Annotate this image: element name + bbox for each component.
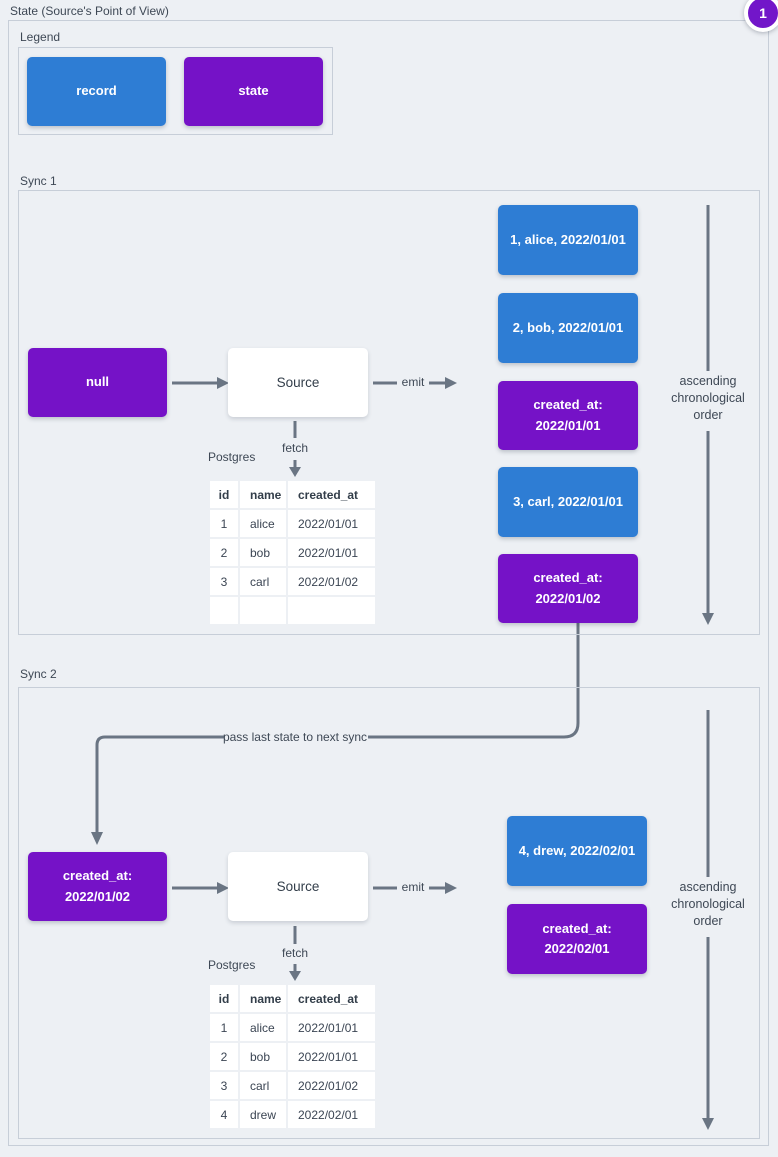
table-cell	[240, 597, 286, 624]
table-cell: 2	[210, 539, 238, 566]
table-cell: bob	[240, 539, 286, 566]
table-cell: 2022/01/01	[288, 1043, 375, 1070]
annotation-badge-number: 1	[759, 5, 767, 21]
table-cell: 3	[210, 568, 238, 595]
table-row: 3 carl 2022/01/02	[210, 1072, 375, 1099]
table-row	[210, 597, 375, 624]
outer-frame	[8, 20, 769, 1146]
sync1-ascending-label: ascending chronological order	[671, 374, 745, 422]
record-box: 4, drew, 2022/02/01	[507, 816, 647, 886]
sync1-frame	[18, 190, 760, 635]
sync1-postgres-table: id name created_at 1 alice 2022/01/01 2 …	[208, 479, 377, 626]
table-row: 1 alice 2022/01/01	[210, 1014, 375, 1041]
table-cell: carl	[240, 1072, 286, 1099]
table-header-cell: id	[210, 481, 238, 508]
table-row: 1 alice 2022/01/01	[210, 510, 375, 537]
table-header-cell: created_at	[288, 481, 375, 508]
sync1-postgres-label: Postgres	[208, 450, 256, 464]
sync2-postgres-label: Postgres	[208, 958, 256, 972]
legend-frame	[18, 47, 333, 135]
table-header-cell: name	[240, 985, 286, 1012]
state-box: created_at: 2022/02/01	[507, 904, 647, 974]
annotation-badge: 1	[744, 0, 778, 32]
record-box: 1, alice, 2022/01/01	[498, 205, 638, 275]
table-row: 2 bob 2022/01/01	[210, 539, 375, 566]
table-cell: 2022/01/02	[288, 1072, 375, 1099]
record-box: 3, carl, 2022/01/01	[498, 467, 638, 537]
table-header-cell: created_at	[288, 985, 375, 1012]
table-cell: 1	[210, 510, 238, 537]
table-cell: 2022/01/01	[288, 510, 375, 537]
table-cell: 4	[210, 1101, 238, 1128]
table-cell: 2022/01/01	[288, 539, 375, 566]
record-box: 2, bob, 2022/01/01	[498, 293, 638, 363]
table-cell: drew	[240, 1101, 286, 1128]
sync2-input-state-box: created_at: 2022/01/02	[28, 852, 167, 921]
sync2-source-box: Source	[228, 852, 368, 921]
sync1-title: Sync 1	[20, 174, 57, 188]
legend-title: Legend	[20, 30, 61, 44]
state-box: created_at: 2022/01/01	[498, 381, 638, 450]
table-cell: 2022/01/02	[288, 568, 375, 595]
legend-state-chip: state	[184, 57, 323, 126]
sync1-input-state-box: null	[28, 348, 167, 417]
table-row: 4 drew 2022/02/01	[210, 1101, 375, 1128]
table-cell	[288, 597, 375, 624]
table-cell: alice	[240, 1014, 286, 1041]
sync2-postgres-table: id name created_at 1 alice 2022/01/01 2 …	[208, 983, 377, 1130]
state-box: created_at: 2022/01/02	[498, 554, 638, 623]
table-cell: 2022/02/01	[288, 1101, 375, 1128]
table-row: 3 carl 2022/01/02	[210, 568, 375, 595]
page-title: State (Source's Point of View)	[10, 4, 169, 18]
table-cell: alice	[240, 510, 286, 537]
sync1-fetch-label: fetch	[281, 441, 308, 455]
sync2-title: Sync 2	[20, 667, 57, 681]
table-cell	[210, 597, 238, 624]
table-cell: carl	[240, 568, 286, 595]
sync2-emit-label: emit	[401, 880, 425, 894]
table-cell: 3	[210, 1072, 238, 1099]
sync2-frame	[18, 687, 760, 1139]
table-cell: 2	[210, 1043, 238, 1070]
pass-state-label: pass last state to next sync	[222, 730, 368, 744]
table-header-cell: name	[240, 481, 286, 508]
sync2-fetch-label: fetch	[281, 946, 308, 960]
table-cell: bob	[240, 1043, 286, 1070]
table-cell: 1	[210, 1014, 238, 1041]
table-row: 2 bob 2022/01/01	[210, 1043, 375, 1070]
table-header-cell: id	[210, 985, 238, 1012]
table-cell: 2022/01/01	[288, 1014, 375, 1041]
sync1-source-box: Source	[228, 348, 368, 417]
sync1-emit-label: emit	[401, 375, 425, 389]
legend-record-chip: record	[27, 57, 166, 126]
sync2-ascending-label: ascending chronological order	[671, 880, 745, 928]
